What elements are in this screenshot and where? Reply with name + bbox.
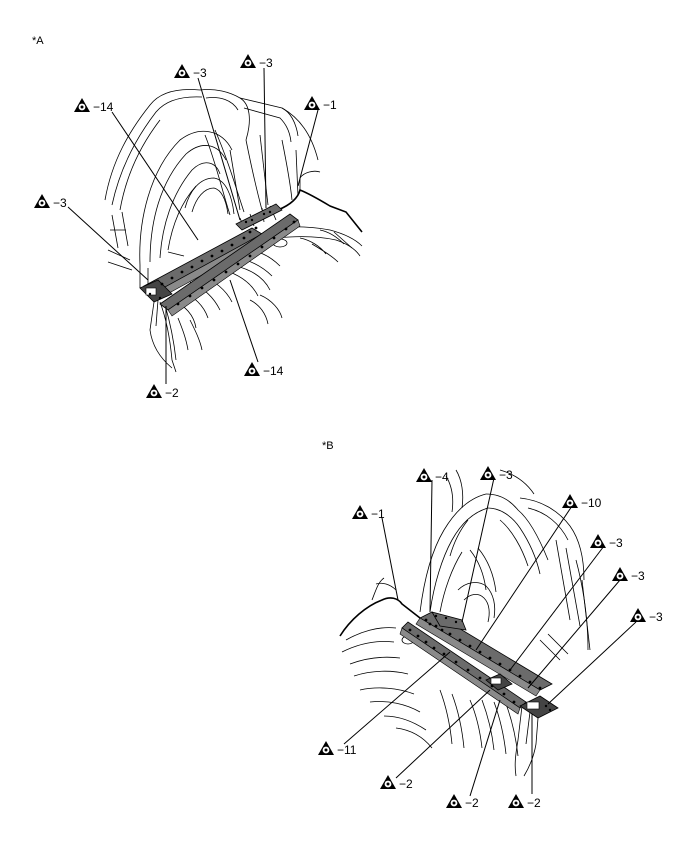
view-b-callout-6: −3 (612, 567, 645, 583)
view-b-callout-9: −2 (380, 775, 413, 791)
callout-text: −3 (631, 569, 645, 583)
view-b-weld-spots (408, 614, 552, 712)
callout-text: −10 (581, 496, 602, 510)
view-b: *B (318, 440, 663, 810)
view-a-cross-member-lower (159, 213, 301, 317)
view-b-callout-3: −10 (562, 494, 602, 510)
weld-symbol-icon (416, 468, 432, 482)
view-a-label: *A (32, 35, 44, 47)
callout-text: −2 (165, 386, 179, 400)
view-a-callout-3: −14 (74, 98, 114, 114)
callout-text: −14 (263, 364, 284, 378)
callout-text: −3 (259, 56, 273, 70)
view-a-callout-1: −3 (174, 64, 207, 80)
callout-text: −3 (499, 468, 513, 482)
view-a-callout-2: −3 (240, 54, 273, 70)
callout-text: −1 (371, 507, 385, 521)
view-b-callout-10: −2 (446, 794, 479, 810)
view-a-callout-7: −2 (146, 384, 179, 400)
callout-text: −4 (435, 470, 449, 484)
callout-text: −2 (527, 796, 541, 810)
weld-symbol-icon (174, 64, 190, 78)
weld-symbol-icon (146, 384, 162, 398)
view-b-callout-4: −1 (352, 505, 385, 521)
view-b-callout-5: −3 (590, 534, 623, 550)
weld-symbol-icon (34, 194, 50, 208)
view-a-callout-5: −3 (34, 194, 67, 210)
callout-text: −11 (337, 743, 357, 757)
callout-text: −1 (323, 98, 337, 112)
view-a-leader-lines (67, 67, 319, 384)
weld-symbol-icon (612, 567, 628, 581)
callout-text: −2 (465, 796, 479, 810)
view-b-callout-1: −4 (416, 468, 449, 484)
weld-symbol-icon (480, 466, 496, 480)
view-b-callout-8: −11 (318, 741, 357, 757)
view-a-bracket (139, 279, 173, 369)
weld-symbol-icon (630, 608, 646, 622)
callout-text: −3 (649, 610, 663, 624)
callout-text: −2 (399, 777, 413, 791)
view-b-bracket-center (485, 673, 513, 691)
view-b-cross-member-upper (415, 611, 553, 697)
weld-symbol-icon (446, 794, 462, 808)
view-b-leader-lines (343, 477, 637, 797)
view-a-weld-spots (148, 210, 296, 306)
weld-symbol-icon (380, 775, 396, 789)
weld-symbol-icon (590, 534, 606, 548)
weld-symbol-icon (244, 362, 260, 376)
weld-symbol-icon (74, 98, 90, 112)
weld-symbol-icon (562, 494, 578, 508)
callout-text: −3 (193, 66, 207, 80)
view-a-callout-6: −14 (244, 362, 284, 378)
view-b-label: *B (322, 440, 334, 452)
view-b-bracket-right (519, 695, 559, 777)
view-a-callout-4: −1 (304, 96, 337, 112)
view-b-callout-7: −3 (630, 608, 663, 624)
view-a-body-structure (104, 89, 363, 373)
weld-symbol-icon (352, 505, 368, 519)
callout-text: −3 (609, 536, 623, 550)
weld-symbol-icon (318, 741, 334, 755)
weld-symbol-icon (508, 794, 524, 808)
weld-symbol-icon (304, 96, 320, 110)
callout-text: −14 (93, 100, 114, 114)
view-a: *A (32, 35, 363, 400)
view-b-body-structure (339, 469, 591, 777)
callout-text: −3 (53, 196, 67, 210)
view-b-callout-2: −3 (480, 466, 513, 482)
weld-symbol-icon (240, 54, 256, 68)
view-b-callout-11: −2 (508, 794, 541, 810)
